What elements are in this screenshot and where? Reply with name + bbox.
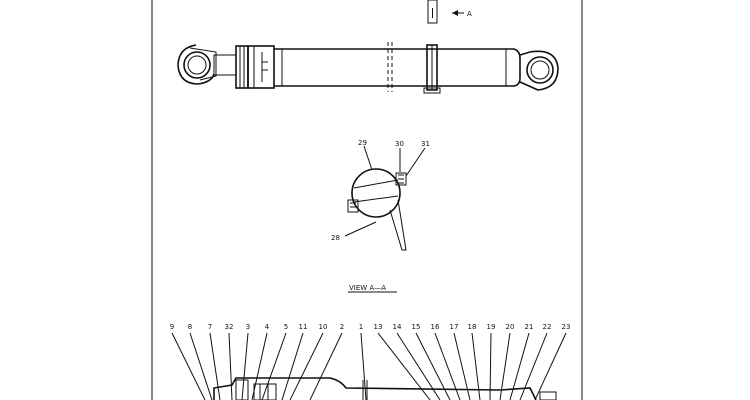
callout-leader-2 <box>309 332 343 400</box>
callout-leader-9 <box>171 332 206 400</box>
page-frame <box>151 0 583 400</box>
callout-leader-18 <box>471 332 481 400</box>
callout-label-13: 13 <box>374 323 383 331</box>
callout-label-17: 17 <box>450 323 459 331</box>
callout-leader-21 <box>509 332 530 400</box>
callout-label-3: 3 <box>246 323 250 331</box>
callout-label-21: 21 <box>525 323 534 331</box>
callout-label-2: 2 <box>340 323 344 331</box>
callout-label-16: 16 <box>431 323 440 331</box>
callout-label-8: 8 <box>188 323 192 331</box>
section-label-29: 29 <box>358 139 367 147</box>
callout-leader-8 <box>189 332 213 400</box>
callout-label-9: 9 <box>170 323 174 331</box>
view-arrow-label: A <box>467 10 472 18</box>
callout-leader-19 <box>489 332 492 400</box>
callout-leader-5 <box>261 332 287 400</box>
callout-label-22: 22 <box>543 323 552 331</box>
callout-label-20: 20 <box>506 323 515 331</box>
callout-label-32: 32 <box>225 323 234 331</box>
lower-assembly-partial <box>213 377 557 400</box>
callout-label-14: 14 <box>393 323 402 331</box>
callout-label-10: 10 <box>319 323 328 331</box>
callout-label-4: 4 <box>265 323 270 331</box>
callout-leader-23 <box>534 332 567 400</box>
callout-leader-22 <box>519 332 548 400</box>
cylinder-assembly <box>177 42 559 94</box>
callout-leader-7 <box>209 332 221 400</box>
section-label-31: 31 <box>421 140 430 148</box>
callout-label-11: 11 <box>299 323 308 331</box>
callout-label-1: 1 <box>359 323 363 331</box>
callout-label-18: 18 <box>468 323 477 331</box>
view-title: VIEW A—A <box>349 284 386 292</box>
section-label-30: 30 <box>395 140 404 148</box>
callout-label-7: 7 <box>208 323 212 331</box>
callout-leader-11 <box>281 332 304 400</box>
callout-label-19: 19 <box>487 323 496 331</box>
callout-leader-3 <box>241 332 249 400</box>
section-view-a-a: 29 30 31 28 VIEW A—A <box>331 139 430 293</box>
section-label-28: 28 <box>331 234 340 242</box>
callout-leader-20 <box>499 332 511 400</box>
callout-leader-10 <box>289 332 324 400</box>
view-indicator: A <box>427 0 472 24</box>
callout-label-15: 15 <box>412 323 421 331</box>
callout-label-5: 5 <box>284 323 288 331</box>
callout-label-23: 23 <box>562 323 571 331</box>
callout-leader-32 <box>228 332 233 400</box>
